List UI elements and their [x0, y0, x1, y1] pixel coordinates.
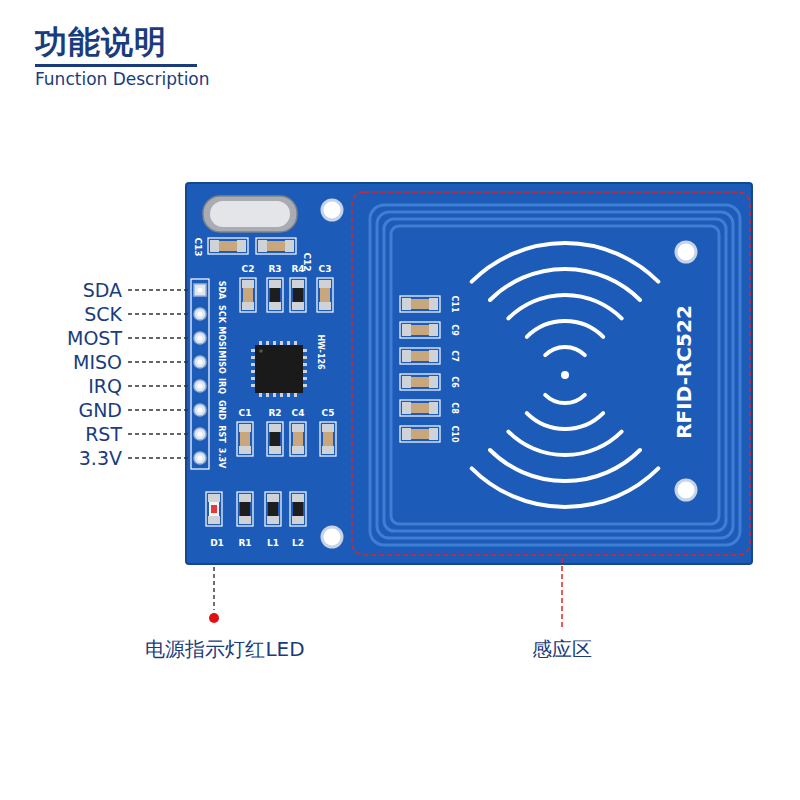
component-label: R2: [268, 409, 281, 418]
capacitor: [256, 238, 296, 254]
led-callout-dot: [209, 613, 219, 623]
capacitor: [400, 374, 440, 390]
subtitle: Function Description: [35, 71, 210, 88]
component-label: L2: [292, 539, 304, 548]
ic-chip: [251, 341, 307, 397]
rf-center-dot: [561, 371, 569, 379]
title-underline: [35, 64, 197, 67]
component-label: D1: [210, 539, 224, 548]
capacitor: [400, 426, 440, 442]
resistor: [267, 422, 283, 456]
capacitor: [400, 296, 440, 312]
pin-label: MOST: [67, 329, 122, 348]
pin-label: RST: [85, 425, 122, 444]
capacitor: [400, 322, 440, 338]
capacitor: [400, 348, 440, 364]
pin-leader: [128, 290, 189, 458]
resistor: [237, 492, 253, 526]
board-model: HW-126: [316, 334, 324, 369]
silkscreen-pin-label: 3.3V: [217, 448, 225, 468]
component-label: C8: [450, 402, 458, 413]
sensing-area-outline: [352, 192, 750, 555]
silkscreen-pin-label: IRQ: [217, 378, 225, 394]
pin-label: SDA: [83, 281, 122, 300]
component-label: C10: [450, 425, 458, 442]
led-leader: [213, 567, 214, 610]
component-label: R3: [268, 265, 281, 274]
silkscreen-pin-label: MISO: [217, 350, 225, 374]
component-label: C3: [319, 265, 332, 274]
callout-label: 感应区: [532, 639, 592, 659]
resistor: [267, 278, 283, 312]
component-label: C1: [239, 409, 252, 418]
component-label: L1: [267, 539, 279, 548]
component-label: C13: [193, 237, 202, 256]
crystal: [203, 196, 297, 232]
silkscreen-pin-label: RST: [217, 425, 225, 442]
inductor: [265, 492, 281, 526]
callout-label: 电源指示灯红LED: [145, 639, 304, 659]
silkscreen-pin-label: GND: [217, 400, 225, 420]
component-label: C7: [450, 350, 458, 361]
mounting-hole: [322, 200, 696, 547]
component-label: R4: [291, 265, 304, 274]
component-label: C11: [450, 295, 458, 312]
component-label: C6: [450, 376, 458, 387]
pcb-board: [186, 183, 752, 564]
component-label: C9: [450, 324, 458, 335]
capacitor: [400, 400, 440, 416]
silkscreen-pin-label: SCK: [217, 305, 225, 323]
rf-wave-symbol: [472, 243, 659, 507]
sensing-area-leader: [561, 558, 563, 630]
component-label: C2: [242, 265, 255, 274]
capacitor: [320, 422, 336, 456]
pin-label: IRQ: [88, 377, 122, 396]
silkscreen-pin-label: SDA: [217, 281, 225, 300]
component-label: R1: [238, 539, 251, 548]
capacitor: [240, 278, 256, 312]
led: [206, 492, 222, 526]
capacitor: [237, 422, 253, 456]
pin-label: 3.3V: [79, 449, 122, 468]
pin-label: SCK: [84, 305, 122, 324]
antenna-marking: RFID-RC522: [674, 305, 694, 439]
antenna-coil: [370, 205, 740, 545]
header-outline: [191, 279, 209, 469]
page-title: 功能说明: [35, 26, 167, 58]
capacitor: [290, 422, 306, 456]
component-label: C5: [322, 409, 335, 418]
resistor: [290, 278, 306, 312]
capacitor: [317, 278, 333, 312]
header-pin: [194, 284, 206, 464]
inductor: [290, 492, 306, 526]
silkscreen-pin-label: MOSI: [217, 326, 225, 350]
capacitor: [208, 238, 248, 254]
pin-label: MISO: [73, 353, 122, 372]
pin-label: GND: [78, 401, 122, 420]
component-label: C4: [292, 409, 305, 418]
